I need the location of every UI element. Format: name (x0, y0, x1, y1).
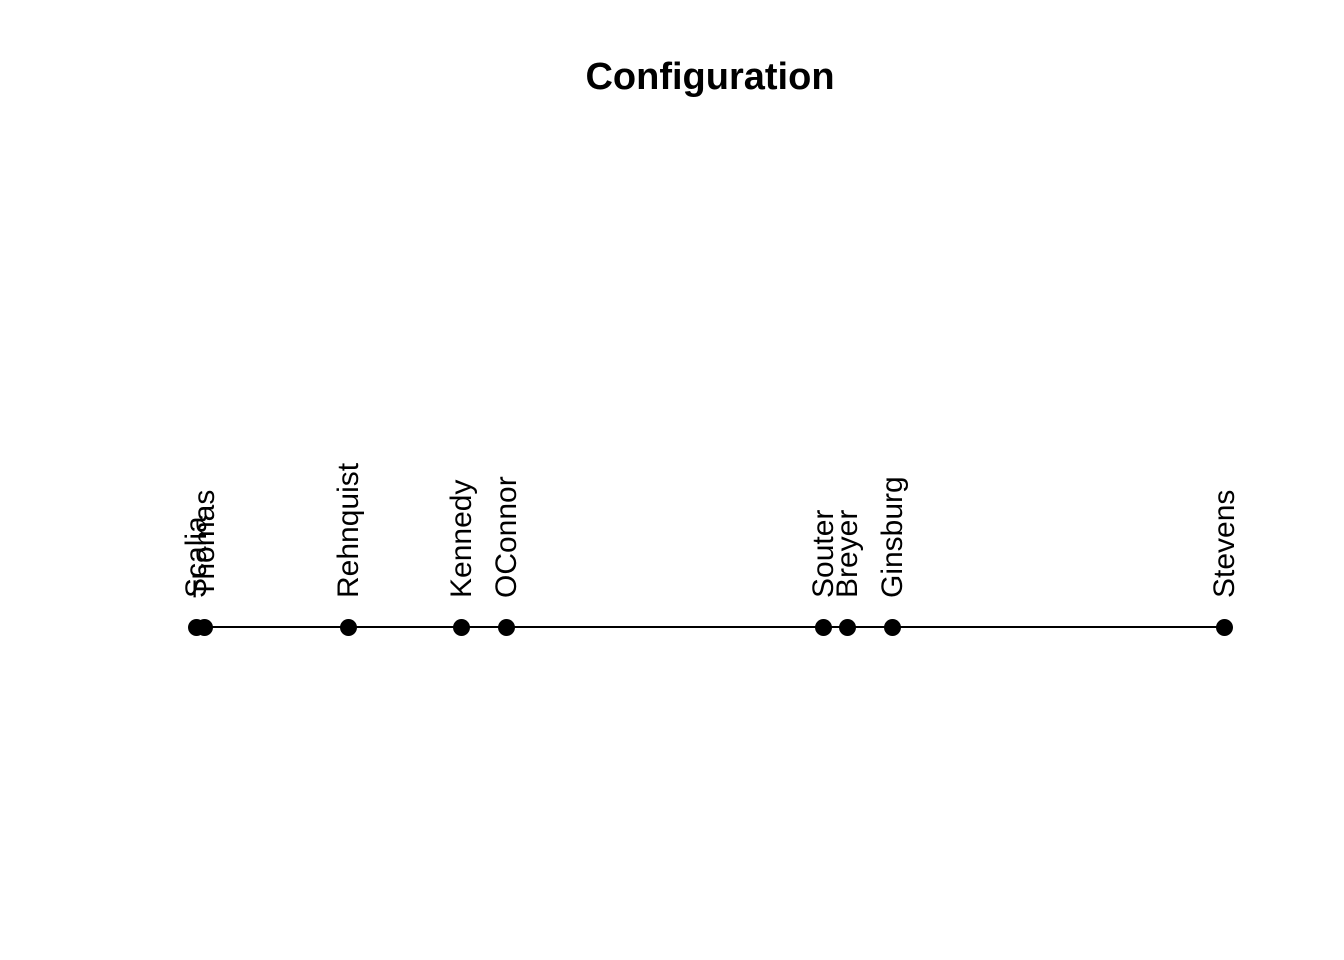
data-point-souter (814, 618, 832, 636)
point-label-oconnor: OConnor (490, 476, 523, 598)
data-point-ginsburg (883, 618, 901, 636)
data-point-kennedy (452, 618, 470, 636)
point-label-ginsburg: Ginsburg (876, 476, 909, 598)
point-label-thomas: Thomas (188, 489, 221, 598)
point-label-kennedy: Kennedy (445, 479, 478, 598)
configuration-line (196, 626, 1224, 628)
data-point-breyer (838, 618, 856, 636)
point-label-stevens: Stevens (1208, 489, 1241, 598)
point-label-rehnquist: Rehnquist (332, 462, 365, 598)
data-point-oconnor (497, 618, 515, 636)
data-point-rehnquist (339, 618, 357, 636)
data-point-stevens (1215, 618, 1233, 636)
chart-title: Configuration (585, 56, 835, 98)
point-label-breyer: Breyer (831, 509, 864, 598)
data-point-thomas (195, 618, 213, 636)
